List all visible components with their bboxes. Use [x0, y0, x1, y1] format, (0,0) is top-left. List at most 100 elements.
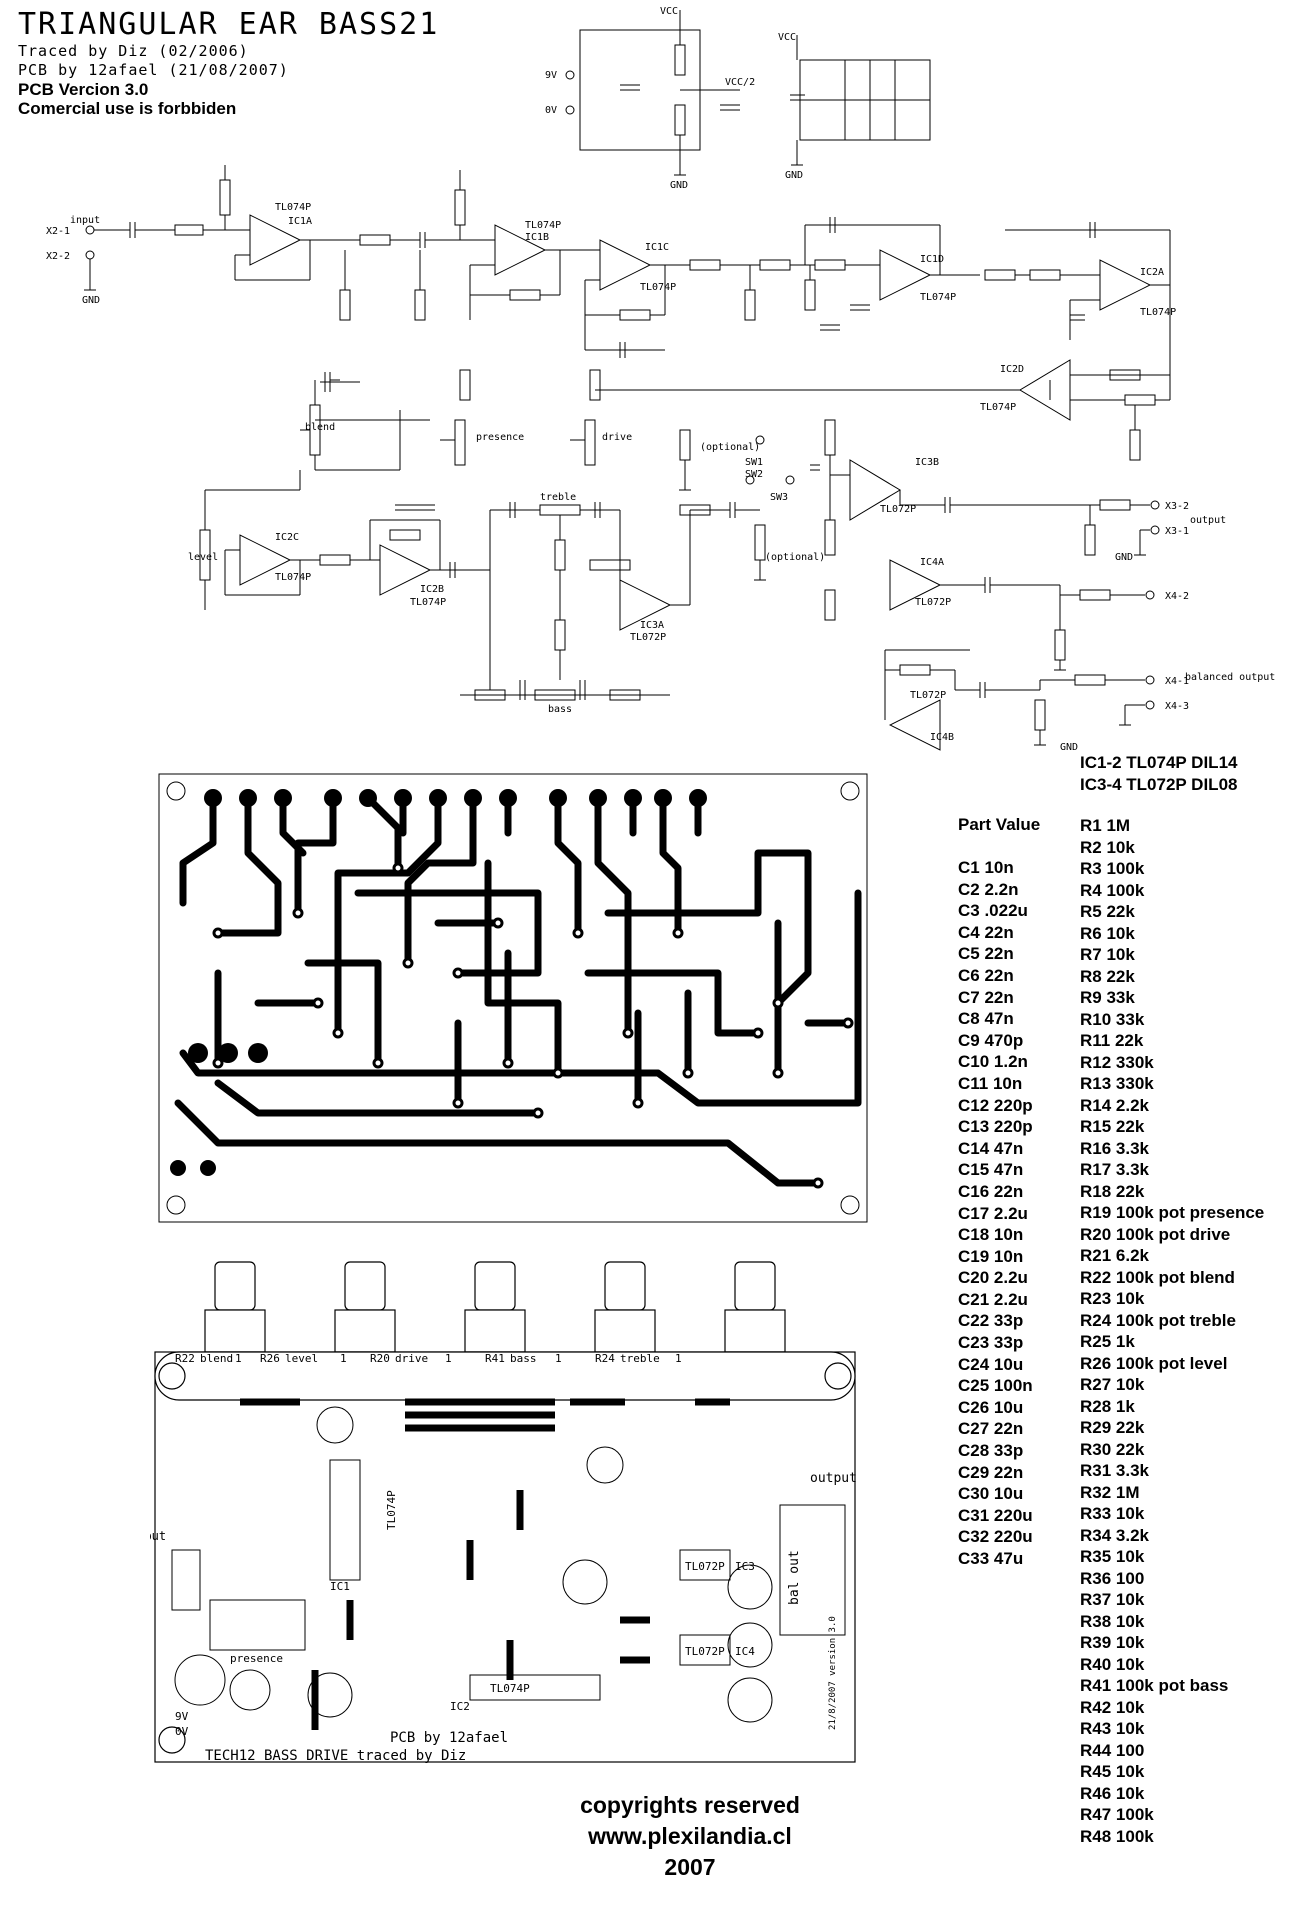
resistor-item: R8 22k — [1080, 966, 1135, 986]
svg-text:IC1B: IC1B — [525, 232, 549, 243]
resistor-item: R40 10k — [1080, 1654, 1145, 1674]
capacitor-item: C20 2.2u — [958, 1268, 1028, 1288]
capacitor-item: C32 220u — [958, 1527, 1033, 1547]
ic-note-line-2: IC3-4 TL072P DIL08 — [1080, 775, 1238, 794]
silk-pot-5-ref: R24 — [595, 1352, 615, 1365]
svg-text:IC2D: IC2D — [1000, 364, 1024, 375]
svg-text:IC1C: IC1C — [645, 242, 669, 253]
svg-text:TL074P: TL074P — [920, 292, 956, 303]
capacitor-item: C3 .022u — [958, 901, 1028, 921]
svg-text:TL074P: TL074P — [275, 572, 311, 583]
ic-package-note: IC1-2 TL074P DIL14 IC3-4 TL072P DIL08 — [1080, 752, 1237, 796]
capacitor-item: C22 33p — [958, 1311, 1024, 1331]
svg-text:IC2B: IC2B — [420, 584, 444, 595]
svg-text:IC3A: IC3A — [640, 620, 664, 631]
svg-text:GND: GND — [670, 180, 688, 191]
capacitor-item: C8 47n — [958, 1009, 1014, 1029]
resistor-item: R20 100k pot drive — [1080, 1224, 1231, 1244]
capacitor-item: C23 33p — [958, 1333, 1024, 1353]
resistor-item: R33 10k — [1080, 1504, 1145, 1523]
capacitor-item: C26 10u — [958, 1397, 1024, 1417]
resistor-item: R47 100k — [1080, 1805, 1154, 1824]
copyright-year: 2007 — [664, 1854, 716, 1880]
resistor-item: R16 3.3k — [1080, 1138, 1149, 1158]
resistor-item: R31 3.3k — [1080, 1461, 1149, 1480]
silk-pot-2-pin: 1 — [340, 1352, 347, 1365]
svg-text:X3-2: X3-2 — [1165, 501, 1189, 512]
resistor-item: R43 10k — [1080, 1719, 1145, 1738]
svg-text:GND: GND — [82, 295, 100, 306]
svg-text:X4-3: X4-3 — [1165, 701, 1189, 712]
pcb-version: PCB Vercion 3.0 — [18, 80, 149, 99]
svg-text:IC1D: IC1D — [920, 254, 944, 265]
capacitor-item: C6 22n — [958, 965, 1014, 985]
resistor-item: R7 10k — [1080, 945, 1135, 964]
capacitor-item: C16 22n — [958, 1181, 1024, 1201]
footer: copyrights reserved www.plexilandia.cl 2… — [480, 1790, 900, 1883]
silk-chip-2: TL074P — [490, 1682, 530, 1695]
resistor-item: R42 10k — [1080, 1697, 1145, 1717]
resistor-item: R37 10k — [1080, 1590, 1145, 1609]
svg-text:bass: bass — [548, 704, 572, 715]
silk-9v: 9V — [175, 1710, 189, 1723]
resistor-item: R19 100k pot presence — [1080, 1203, 1265, 1222]
silk-pot-3-pin: 1 — [445, 1352, 452, 1365]
capacitor-item: C9 470p — [958, 1030, 1024, 1050]
svg-text:level: level — [188, 552, 218, 563]
silk-footer-1: PCB by 12afael — [390, 1730, 508, 1746]
silk-input: input — [150, 1529, 166, 1543]
capacitor-item: C10 1.2n — [958, 1052, 1028, 1072]
resistor-item: R10 33k — [1080, 1009, 1145, 1029]
svg-text:SW2: SW2 — [745, 469, 763, 480]
resistor-item: R35 10k — [1080, 1547, 1145, 1566]
resistor-item: R46 10k — [1080, 1783, 1145, 1803]
silk-pot-1-pin: 1 — [235, 1352, 242, 1365]
svg-text:TL074P: TL074P — [410, 597, 446, 608]
silk-chip-4-ref: IC4 — [735, 1645, 755, 1658]
capacitor-item: C7 22n — [958, 987, 1014, 1007]
pcb-component-layout: R22 blend 1 R26 level 1 R20 drive 1 R41 … — [150, 1261, 857, 1764]
svg-text:X4-1: X4-1 — [1165, 676, 1189, 687]
capacitor-item: C24 10u — [958, 1354, 1024, 1374]
svg-text:X2-1: X2-1 — [46, 226, 70, 237]
silk-chip-1-ref: IC1 — [330, 1580, 350, 1593]
silk-pot-4-ref: R41 — [485, 1352, 505, 1365]
resistor-item: R14 2.2k — [1080, 1095, 1149, 1115]
capacitor-item: C11 10n — [958, 1073, 1023, 1093]
pcb-credit: PCB by 12afael (21/08/2007) — [18, 61, 289, 79]
pcb-copper-layout — [158, 773, 868, 1223]
website-url: www.plexilandia.cl — [588, 1823, 792, 1849]
svg-text:TL074P: TL074P — [275, 202, 311, 213]
capacitor-item: C19 10n — [958, 1246, 1024, 1266]
copyright-text: copyrights reserved — [580, 1792, 800, 1818]
silk-version-note: 21/8/2007 version 3.0 — [828, 1616, 838, 1730]
resistor-item: R11 22k — [1080, 1031, 1144, 1050]
svg-text:input: input — [70, 215, 100, 226]
svg-text:TL074P: TL074P — [525, 220, 561, 231]
resistor-item: R45 10k — [1080, 1762, 1145, 1781]
svg-text:X3-1: X3-1 — [1165, 526, 1189, 537]
circuit-schematic: input X2-1 X2-2 GND output X3-2 X3-1 X4-… — [46, 6, 1275, 753]
svg-text:TL072P: TL072P — [915, 597, 951, 608]
svg-text:9V: 9V — [545, 70, 557, 81]
svg-text:X4-2: X4-2 — [1165, 591, 1189, 602]
resistor-item: R27 10k — [1080, 1375, 1145, 1394]
svg-text:TL072P: TL072P — [880, 504, 916, 515]
resistor-item: R13 330k — [1080, 1074, 1154, 1093]
svg-text:(optional): (optional) — [700, 442, 760, 453]
parts-list-header: Part Value — [958, 815, 1041, 834]
silk-pot-4-pin: 1 — [555, 1352, 562, 1365]
resistor-item: R23 10k — [1080, 1289, 1145, 1308]
resistor-item: R24 100k pot treble — [1080, 1310, 1236, 1330]
silk-pot-1-name: blend — [200, 1352, 233, 1365]
silk-footer-2: TECH12 BASS DRIVE traced by Diz — [205, 1748, 466, 1764]
resistor-item: R4 100k — [1080, 880, 1145, 900]
svg-text:IC2A: IC2A — [1140, 267, 1164, 278]
silk-0v: 0V — [175, 1725, 189, 1738]
capacitor-item: C4 22n — [958, 922, 1014, 942]
resistor-item: R21 6.2k — [1080, 1246, 1149, 1265]
silk-pot-2-name: level — [285, 1352, 318, 1365]
resistor-item: R25 1k — [1080, 1332, 1135, 1351]
